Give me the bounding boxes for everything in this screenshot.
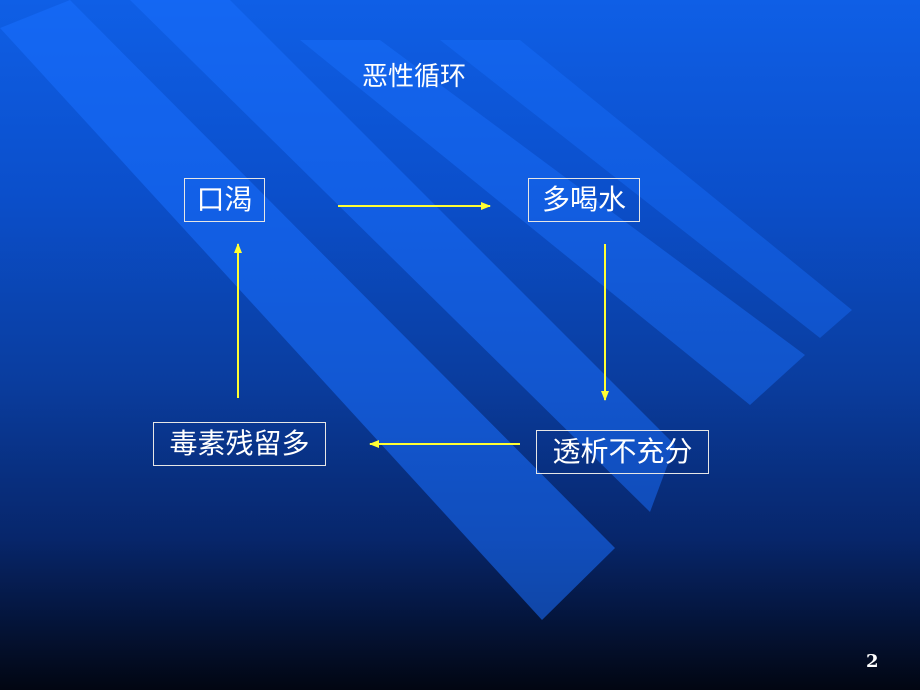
node-kouke: 口渴 <box>184 178 265 222</box>
background-stripe <box>440 40 852 338</box>
slide-title: 恶性循环 <box>362 62 467 92</box>
background-stripe <box>0 0 615 620</box>
background-stripe <box>130 0 675 512</box>
page-number: 2 <box>866 651 879 672</box>
background-stripe <box>300 40 805 405</box>
node-touxi: 透析不充分 <box>536 430 709 474</box>
node-dusu: 毒素残留多 <box>153 422 326 466</box>
node-duoheshui: 多喝水 <box>528 178 640 222</box>
